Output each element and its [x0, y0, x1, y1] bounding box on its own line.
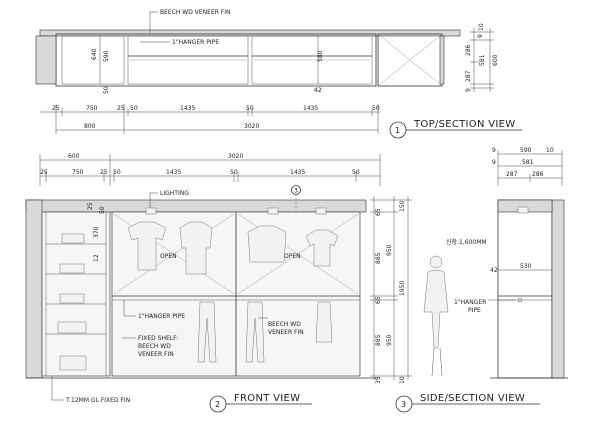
- front-dim-3020: 3020: [228, 153, 243, 160]
- sv-dim-530: 530: [520, 263, 532, 270]
- front-dim-left-50: 50: [99, 206, 106, 214]
- sv-hanger-label-2: PIPE: [468, 307, 481, 314]
- dim-580: 580: [317, 50, 324, 62]
- front-view: 600 3020 25 750 25 50 1435 50 1435 50 25…: [25, 153, 487, 413]
- dim-640: 640: [91, 48, 98, 60]
- sv-dim-9b: 9: [492, 159, 496, 166]
- top-dim-50b: 50: [246, 105, 254, 112]
- side-back-wall: [551, 199, 565, 379]
- side-dim-10: 10: [478, 23, 485, 31]
- side-dim-287: 287: [465, 70, 472, 82]
- side-view-number: 3: [401, 400, 406, 409]
- top-wall-hatch: [39, 29, 461, 37]
- side-dim-581: 581: [479, 54, 486, 66]
- sv-dim-9a: 9: [492, 147, 496, 154]
- front-hanger-label: 1"HANGER PIPE: [138, 313, 185, 320]
- top-right-compartment: [251, 35, 373, 85]
- top-mid-compartment: [127, 35, 249, 85]
- upper-garment-4: [305, 229, 339, 267]
- front-view-number: 2: [215, 400, 220, 409]
- right-dim-150: 150: [399, 200, 406, 212]
- sv-dim-581: 581: [522, 159, 534, 166]
- side-hanger-pipe: [517, 297, 523, 303]
- sv-hanger-label-1: 1"HANGER: [454, 299, 486, 306]
- front-veneer-label-1: BEECH WD: [268, 321, 301, 328]
- top-left-compartment: [61, 35, 125, 85]
- right-dim-885a: 885: [375, 252, 382, 264]
- front-dim-1435a: 1435: [166, 169, 181, 176]
- shelf-label-1: FIXED SHELF:: [138, 335, 178, 342]
- top-dim-50a: 50: [130, 105, 138, 112]
- side-dim-9a: 9: [477, 34, 484, 38]
- top-veneer-label: BEECH WD VENEER FIN: [160, 9, 231, 16]
- sv-dim-286: 286: [532, 171, 544, 178]
- front-dim-750: 750: [72, 169, 84, 176]
- dim-42: 42: [314, 87, 322, 94]
- dim-50: 50: [103, 86, 110, 94]
- sv-dim-287: 287: [506, 171, 518, 178]
- side-section-view: 9 590 10 581 287 286 9 530 42 1"HANGER P…: [395, 147, 568, 413]
- front-dim-left-25: 25: [87, 202, 94, 210]
- open-left-label: OPEN: [160, 253, 177, 260]
- top-dim-800: 800: [84, 123, 96, 130]
- front-dim-50c: 50: [352, 169, 360, 176]
- top-dim-1435a: 1435: [180, 105, 195, 112]
- shelf-label-3: VENEER FIN: [138, 351, 174, 358]
- front-dim-50b: 50: [230, 169, 238, 176]
- sv-dim-42: 42: [490, 267, 498, 274]
- front-dim-left-12: 12: [93, 254, 100, 262]
- right-dim-1950: 1950: [399, 281, 406, 296]
- front-veneer-label-2: VENEER FIN: [268, 329, 304, 336]
- top-dim-3020: 3020: [244, 123, 259, 130]
- top-dim-1435b: 1435: [303, 105, 318, 112]
- upper-garment-2: [179, 221, 213, 275]
- shelf-label-2: BEECH WD: [138, 343, 171, 350]
- side-cabinet-outline: [497, 199, 553, 379]
- front-dim-50a: 50: [113, 169, 121, 176]
- top-section-view: BEECH WD VENEER FIN 1"HANGER PIPE 640 59…: [35, 9, 522, 139]
- lighting-label: LIGHTING: [160, 190, 189, 197]
- top-dim-25b: 25: [117, 105, 125, 112]
- right-dim-10: 10: [399, 376, 406, 384]
- open-right-label: OPEN: [284, 253, 301, 260]
- upper-garment-3: [247, 225, 287, 263]
- top-hanger-label: 1"HANGER PIPE: [172, 39, 219, 46]
- front-view-title: FRONT VIEW: [234, 393, 300, 404]
- right-dim-885b: 885: [375, 334, 382, 346]
- front-dim-25a: 25: [40, 169, 48, 176]
- front-dim-600: 600: [68, 153, 80, 160]
- front-dim-25b: 25: [100, 169, 108, 176]
- top-left-wall: [35, 35, 57, 85]
- top-dim-750: 750: [86, 105, 98, 112]
- person-height-label: 신장:1,600MM: [446, 238, 487, 246]
- dim-590: 590: [103, 50, 110, 62]
- top-dim-50c: 50: [372, 105, 380, 112]
- side-view-title: SIDE/SECTION VIEW: [420, 393, 525, 404]
- front-dim-left-370: 370: [93, 226, 100, 238]
- right-dim-65b: 65: [375, 296, 382, 304]
- section-marker-number: 3: [294, 188, 298, 195]
- top-dim-25a: 25: [52, 105, 60, 112]
- lower-garment-2: [245, 301, 265, 363]
- side-dim-9b: 9: [465, 88, 472, 92]
- lower-garment-1: [197, 301, 217, 363]
- sv-dim-10: 10: [546, 147, 554, 154]
- upper-garment-1: [127, 221, 167, 271]
- person-figure: [423, 255, 449, 377]
- sv-dim-590: 590: [520, 147, 532, 154]
- front-left-wall: [25, 199, 43, 379]
- glass-fin-label: T:12MM GL FIXED FIN: [65, 397, 130, 404]
- side-dim-600: 600: [492, 54, 499, 66]
- right-dim-65a: 65: [375, 208, 382, 216]
- top-view-number: 1: [395, 126, 400, 135]
- top-view-title: TOP/SECTION VIEW: [413, 119, 515, 130]
- side-dim-286: 286: [465, 44, 472, 56]
- front-ceiling-soffit: [25, 199, 367, 213]
- right-dim-950a: 950: [386, 244, 393, 256]
- right-dim-950b: 950: [386, 334, 393, 346]
- right-dim-35: 35: [375, 376, 382, 384]
- lower-garment-3: [315, 301, 333, 343]
- front-dim-1435b: 1435: [290, 169, 305, 176]
